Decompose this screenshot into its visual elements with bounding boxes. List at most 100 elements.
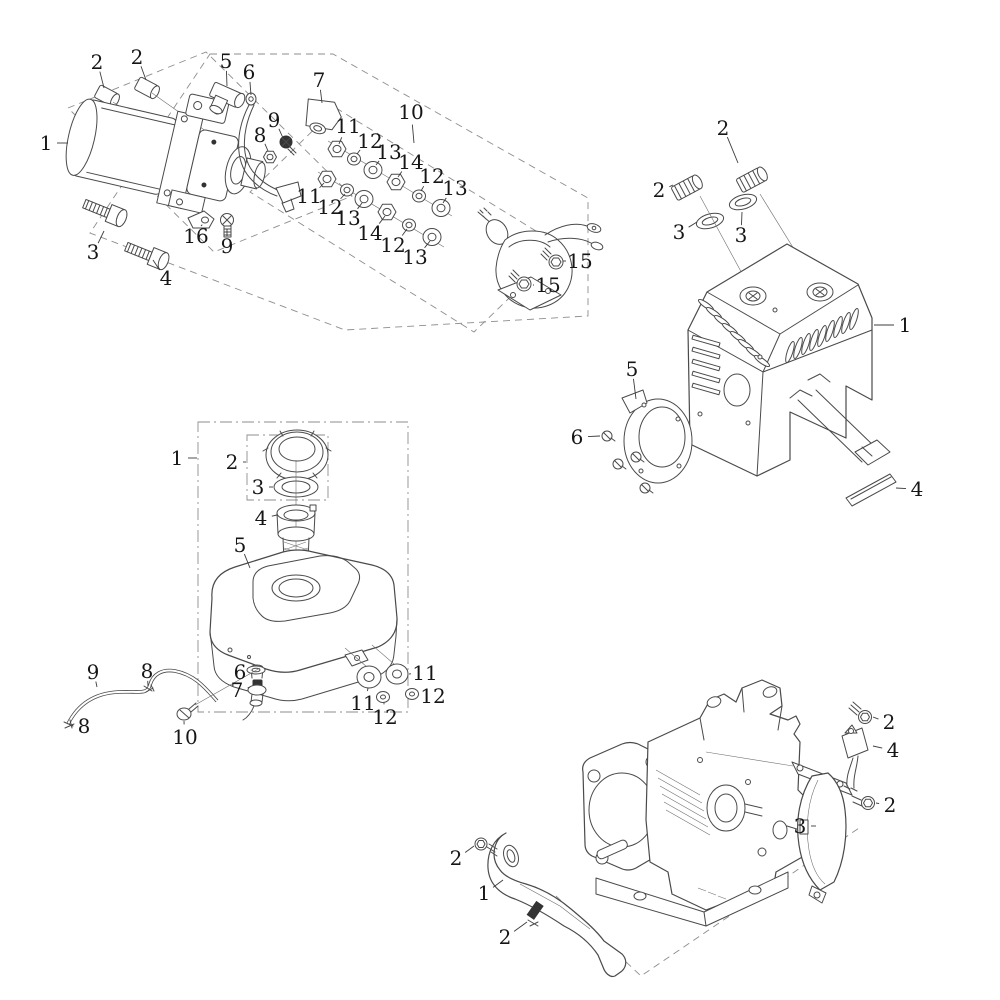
leader-line [366,687,369,692]
leader-line [247,686,251,689]
leader-line [875,802,880,805]
part-callout-starter-motor-assembly-12: 12 [380,233,405,257]
part-callout-fuel-tank-assembly-11: 11 [412,661,437,685]
part-callout-starter-motor-assembly-6: 6 [243,60,256,84]
deflector-drawing [621,389,693,484]
drain-screw-part [176,667,261,721]
part-callout-muffler-assembly-6: 6 [571,425,584,449]
fuel-valve-drawing [242,679,267,721]
leader-line [225,70,228,87]
leader-line [420,185,425,192]
part-callout-starter-motor-assembly-1: 1 [40,131,53,155]
side-shield-drawing [797,772,847,904]
part-callout-crankcase-assembly-2: 2 [499,925,512,949]
hex-nut-part [317,140,406,221]
flange-bolt-part [82,198,128,228]
flange-bolt-part [124,241,170,271]
leader-line [397,171,403,178]
leader-line [95,681,98,688]
hardware-kit-dashed-box [249,107,563,333]
leader-line [401,228,408,236]
part-callout-starter-motor-assembly-12: 12 [419,164,444,188]
part-callout-fuel-tank-assembly-10: 10 [172,725,197,749]
cable-part [238,92,302,213]
leader-line [688,221,698,228]
muffler-bolt-part [736,166,768,193]
part-callout-starter-motor-assembly-16: 16 [183,224,208,248]
part-callout-fuel-tank-assembly-8: 8 [78,714,91,738]
coil-bolt-part [848,701,875,810]
leader-line [513,921,528,932]
leader-line [378,215,386,224]
louver-slots [785,308,859,363]
part-callout-fuel-tank-assembly-6: 6 [234,660,247,684]
leader-line [243,553,251,569]
bracket-part [187,210,215,229]
solenoid-bolt-part [508,247,564,292]
part-callout-fuel-tank-assembly-7: 7 [231,678,244,702]
fuel-tank-group-drawing [63,421,419,729]
part-callout-crankcase-assembly-1: 1 [478,881,491,905]
part-callout-fuel-tank-assembly-8: 8 [141,659,154,683]
crankcase-group-drawing [474,679,875,978]
ignition-coil-drawing [841,724,869,792]
starter-outer-dashed-box [89,53,589,331]
hose-clip-part [63,684,155,729]
leader-line [357,202,363,210]
leader-line [340,193,346,200]
leader-line [152,259,160,271]
part-callout-starter-motor-assembly-2: 2 [91,50,104,74]
leader-line [319,182,325,189]
muffler-cover-drawing [687,243,873,477]
part-callout-fuel-tank-assembly-9: 9 [87,660,100,684]
part-callout-crankcase-assembly-3: 3 [794,814,807,838]
spring-washer-part [340,152,426,232]
leader-line [872,745,883,749]
part-callout-starter-motor-assembly-15: 15 [567,249,592,273]
leader-line [99,71,105,89]
starter-motor-group-drawing [65,51,604,333]
leader-line [271,514,278,517]
nut-part [263,150,277,164]
part-callout-starter-motor-assembly-9: 9 [221,234,234,258]
starter-motor-dashed-box [67,51,353,253]
leader-line [424,240,431,249]
flat-washer-part [354,161,451,246]
fuel-line-drawing [66,668,219,725]
bushing-part [134,76,160,100]
leader-line [140,66,147,81]
part-callout-starter-motor-assembly-14: 14 [357,221,382,245]
leader-line [669,184,674,188]
part-callout-starter-motor-assembly-13: 13 [402,245,427,269]
part-callout-starter-motor-assembly-3: 3 [87,240,100,264]
part-callout-crankcase-assembly-2: 2 [883,710,896,734]
muffler-group-drawing [601,166,897,507]
screw-part [279,135,297,156]
exhaust-pipe-drawing [789,373,897,507]
part-callout-muffler-assembly-2: 2 [653,178,666,202]
leader-line [264,143,269,152]
fuel-tank-dashdot-box [197,421,409,713]
part-callout-starter-motor-assembly-12: 12 [357,129,382,153]
leader-line [411,124,415,144]
part-callout-starter-motor-assembly-14: 14 [398,150,423,174]
part-callout-muffler-assembly-5: 5 [626,357,639,381]
leader-line [492,879,504,888]
part-callout-starter-motor-assembly-2: 2 [131,45,144,69]
part-callout-starter-motor-assembly-15: 15 [535,273,560,297]
part-callout-crankcase-assembly-2: 2 [884,793,897,817]
part-callout-fuel-tank-assembly-12: 12 [372,705,397,729]
part-callout-starter-motor-assembly-11: 11 [335,114,360,138]
leader-line [200,224,203,227]
shield-bolt-part [474,837,544,927]
leader-line [464,845,475,853]
tank-washer-part [376,688,419,703]
part-callout-starter-motor-assembly-13: 13 [442,176,467,200]
part-callout-starter-motor-assembly-7: 7 [313,68,326,92]
part-callout-fuel-tank-assembly-1: 1 [171,446,184,470]
